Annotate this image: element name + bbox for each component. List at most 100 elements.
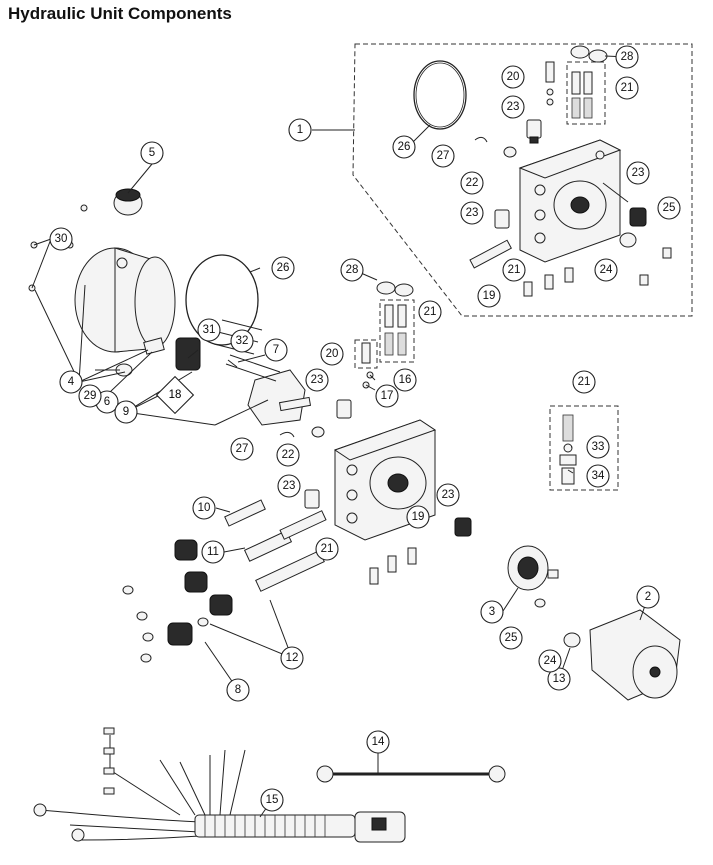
callout-15: 15 xyxy=(260,788,284,812)
relief-valve-upper xyxy=(526,119,542,144)
valve-block-upper xyxy=(518,139,622,263)
callout-23-mid-b: 23 xyxy=(277,474,301,498)
callout-22-upper-label: 22 xyxy=(466,177,479,189)
o-ring-seal-large-inner xyxy=(415,62,465,128)
callout-22-mid: 22 xyxy=(276,443,300,467)
callout-21-upper: 21 xyxy=(615,76,639,100)
callout-8-label: 8 xyxy=(235,684,241,696)
callout-32-label: 32 xyxy=(236,335,249,347)
callout-23-upper-b-label: 23 xyxy=(632,167,645,179)
callout-1: 1 xyxy=(288,118,312,142)
callout-16-label: 16 xyxy=(399,374,412,386)
callout-21-center-label: 21 xyxy=(321,543,334,555)
callout-5-label: 5 xyxy=(149,147,155,159)
callout-19-mid-label: 19 xyxy=(412,511,425,523)
callout-15-label: 15 xyxy=(266,794,279,806)
callout-21-upper-label: 21 xyxy=(621,82,634,94)
plug-mid-left xyxy=(304,489,320,509)
callout-27-upper: 27 xyxy=(431,144,455,168)
callout-17-label: 17 xyxy=(381,390,394,402)
kit-21-boundary-right xyxy=(549,405,619,491)
wiring-harness xyxy=(33,727,406,843)
page-title: Hydraulic Unit Components xyxy=(8,4,232,23)
solenoid-coils xyxy=(167,539,233,646)
motor-solenoid-switch xyxy=(507,545,559,591)
plug-mid-right xyxy=(454,517,472,537)
reservoir-tank xyxy=(74,247,176,353)
callout-12-label: 12 xyxy=(286,652,299,664)
callout-27-mid: 27 xyxy=(230,437,254,461)
callout-33-label: 33 xyxy=(592,441,605,453)
callout-18-label: 18 xyxy=(169,389,182,401)
callout-26-upper: 26 xyxy=(392,135,416,159)
check-valves-upper xyxy=(545,61,593,119)
callout-3: 3 xyxy=(480,600,504,624)
callout-25-lower-label: 25 xyxy=(505,632,518,644)
callout-23-upper-b: 23 xyxy=(626,161,650,185)
callout-23-upper-a: 23 xyxy=(501,95,525,119)
callout-21-mid: 21 xyxy=(418,300,442,324)
cartridge-valve-10 xyxy=(224,499,266,527)
callout-18: 18 xyxy=(155,375,195,415)
callout-23-upper-c-label: 23 xyxy=(466,207,479,219)
callout-4-label: 4 xyxy=(68,376,75,388)
callout-9-label: 9 xyxy=(123,406,129,418)
spool-valve-upper xyxy=(469,239,512,269)
callout-31-label: 31 xyxy=(203,324,216,336)
callout-6-label: 6 xyxy=(104,396,110,408)
callout-2: 2 xyxy=(636,585,660,609)
spool-valve-12 xyxy=(255,550,325,592)
callout-21-upper-left-label: 21 xyxy=(508,264,521,276)
caps-mid xyxy=(376,281,414,297)
coil-nuts xyxy=(122,585,209,663)
callout-23-upper-a-label: 23 xyxy=(507,101,520,113)
callout-21-upper-left: 21 xyxy=(502,258,526,282)
callout-26-mid: 26 xyxy=(271,256,295,280)
callout-9: 9 xyxy=(114,400,138,424)
callout-25-upper: 25 xyxy=(657,196,681,220)
callout-22-upper: 22 xyxy=(460,171,484,195)
spool-valve-21-mid xyxy=(279,510,327,540)
callout-28-mid-label: 28 xyxy=(346,264,359,276)
plug-upper-right xyxy=(629,207,647,227)
electric-motor xyxy=(589,609,681,701)
callout-24-lower-label: 24 xyxy=(544,655,557,667)
o-ring-reservoir xyxy=(185,254,259,346)
seal-ring-mid xyxy=(279,431,295,438)
callout-23-mid-a-label: 23 xyxy=(311,374,324,386)
callout-33: 33 xyxy=(586,435,610,459)
bushing-motor xyxy=(563,632,581,648)
bushing-upper xyxy=(619,232,637,248)
callout-1-label: 1 xyxy=(297,124,303,136)
check-valve-kit-right xyxy=(559,414,577,485)
breather-cap xyxy=(113,188,143,216)
relief-valve-mid xyxy=(336,399,352,419)
callout-31: 31 xyxy=(197,318,221,342)
callout-21-center: 21 xyxy=(315,537,339,561)
callout-30-label: 30 xyxy=(55,233,68,245)
bolts-mid xyxy=(369,547,417,585)
seal-ring-small xyxy=(474,136,488,143)
bolts-upper xyxy=(523,247,672,297)
kit-1-boundary xyxy=(352,43,693,317)
callout-17: 17 xyxy=(375,384,399,408)
callout-14: 14 xyxy=(366,730,390,754)
callout-25-lower: 25 xyxy=(499,626,523,650)
coupling-nut xyxy=(534,598,546,608)
callout-7: 7 xyxy=(264,338,288,362)
callout-19-upper: 19 xyxy=(477,284,501,308)
callout-24-upper-label: 24 xyxy=(600,264,613,276)
callout-7-label: 7 xyxy=(273,344,279,356)
callout-27-upper-label: 27 xyxy=(437,150,450,162)
callout-34: 34 xyxy=(586,464,610,488)
callout-34-label: 34 xyxy=(592,470,605,482)
check-valves-mid xyxy=(361,304,407,364)
callout-5: 5 xyxy=(140,141,164,165)
callout-26-upper-label: 26 xyxy=(398,141,411,153)
callout-2-label: 2 xyxy=(645,591,651,603)
callout-23-mid-b-label: 23 xyxy=(283,480,296,492)
callout-20-upper: 20 xyxy=(501,65,525,89)
callout-25-upper-label: 25 xyxy=(663,202,676,214)
callout-23-mid-c: 23 xyxy=(436,483,460,507)
